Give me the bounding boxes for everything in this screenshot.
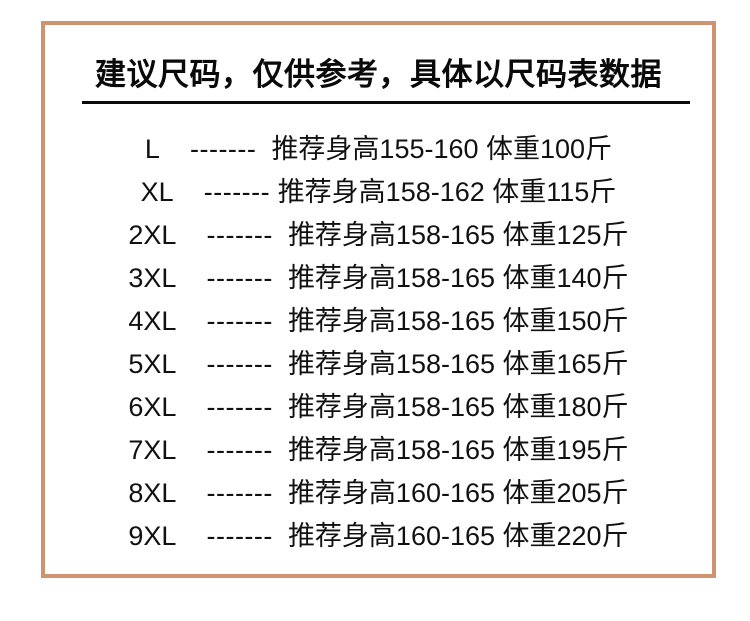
size-detail: 推荐身高158-165 体重180斤: [287, 392, 629, 422]
size-separator: -------: [206, 435, 273, 465]
size-detail: 推荐身高158-165 体重195斤: [287, 435, 629, 465]
size-label: 5XL: [128, 349, 177, 379]
size-detail: 推荐身高160-165 体重220斤: [287, 521, 629, 551]
table-row: 8XL ------- 推荐身高160-165 体重205斤: [45, 472, 712, 515]
size-label: 4XL: [128, 306, 177, 336]
size-row-line: L ------- 推荐身高155-160 体重100斤: [145, 128, 612, 171]
size-row-line: XL ------- 推荐身高158-162 体重115斤: [141, 171, 617, 214]
table-row: 5XL ------- 推荐身高158-165 体重165斤: [45, 343, 712, 386]
size-separator: -------: [206, 220, 273, 250]
size-row-line: 6XL ------- 推荐身高158-165 体重180斤: [128, 386, 628, 429]
size-separator: -------: [206, 521, 273, 551]
size-chart-rows: L ------- 推荐身高155-160 体重100斤 XL ------- …: [45, 128, 712, 558]
size-row-line: 3XL ------- 推荐身高158-165 体重140斤: [128, 257, 628, 300]
size-separator: -------: [206, 478, 273, 508]
size-separator: -------: [189, 134, 257, 164]
size-detail: 推荐身高158-165 体重165斤: [287, 349, 629, 379]
size-chart-card-inner: 建议尺码，仅供参考，具体以尺码表数据 L ------- 推荐身高155-160…: [45, 25, 712, 574]
size-detail: 推荐身高158-165 体重125斤: [287, 220, 629, 250]
size-separator: -------: [206, 263, 273, 293]
size-row-line: 9XL ------- 推荐身高160-165 体重220斤: [128, 515, 628, 558]
size-label: 2XL: [128, 220, 177, 250]
table-row: 4XL ------- 推荐身高158-165 体重150斤: [45, 300, 712, 343]
size-label: 6XL: [128, 392, 177, 422]
size-row-line: 8XL ------- 推荐身高160-165 体重205斤: [128, 472, 628, 515]
size-detail: 推荐身高158-165 体重150斤: [287, 306, 629, 336]
size-row-line: 7XL ------- 推荐身高158-165 体重195斤: [128, 429, 628, 472]
table-row: 3XL ------- 推荐身高158-165 体重140斤: [45, 257, 712, 300]
size-row-line: 4XL ------- 推荐身高158-165 体重150斤: [128, 300, 628, 343]
size-detail: 推荐身高158-162 体重115斤: [277, 177, 617, 207]
size-separator: -------: [203, 177, 271, 207]
table-row: XL ------- 推荐身高158-162 体重115斤: [45, 171, 712, 214]
size-row-line: 5XL ------- 推荐身高158-165 体重165斤: [128, 343, 628, 386]
table-row: 2XL ------- 推荐身高158-165 体重125斤: [45, 214, 712, 257]
table-row: 9XL ------- 推荐身高160-165 体重220斤: [45, 515, 712, 558]
size-separator: -------: [206, 392, 273, 422]
size-detail: 推荐身高158-165 体重140斤: [287, 263, 629, 293]
title-underline-rule: [82, 101, 690, 104]
size-chart-title-block: 建议尺码，仅供参考，具体以尺码表数据: [45, 55, 712, 95]
size-chart-card: 建议尺码，仅供参考，具体以尺码表数据 L ------- 推荐身高155-160…: [41, 21, 716, 578]
size-label: 3XL: [128, 263, 177, 293]
page-title: 建议尺码，仅供参考，具体以尺码表数据: [95, 57, 662, 92]
table-row: 6XL ------- 推荐身高158-165 体重180斤: [45, 386, 712, 429]
size-label: L: [144, 134, 160, 164]
size-label: 7XL: [128, 435, 177, 465]
size-separator: -------: [206, 306, 273, 336]
size-row-line: 2XL ------- 推荐身高158-165 体重125斤: [128, 214, 628, 257]
table-row: 7XL ------- 推荐身高158-165 体重195斤: [45, 429, 712, 472]
size-separator: -------: [206, 349, 273, 379]
size-detail: 推荐身高155-160 体重100斤: [271, 134, 613, 164]
size-label: XL: [140, 177, 174, 207]
size-label: 9XL: [128, 521, 177, 551]
size-detail: 推荐身高160-165 体重205斤: [287, 478, 629, 508]
size-label: 8XL: [128, 478, 177, 508]
table-row: L ------- 推荐身高155-160 体重100斤: [45, 128, 712, 171]
